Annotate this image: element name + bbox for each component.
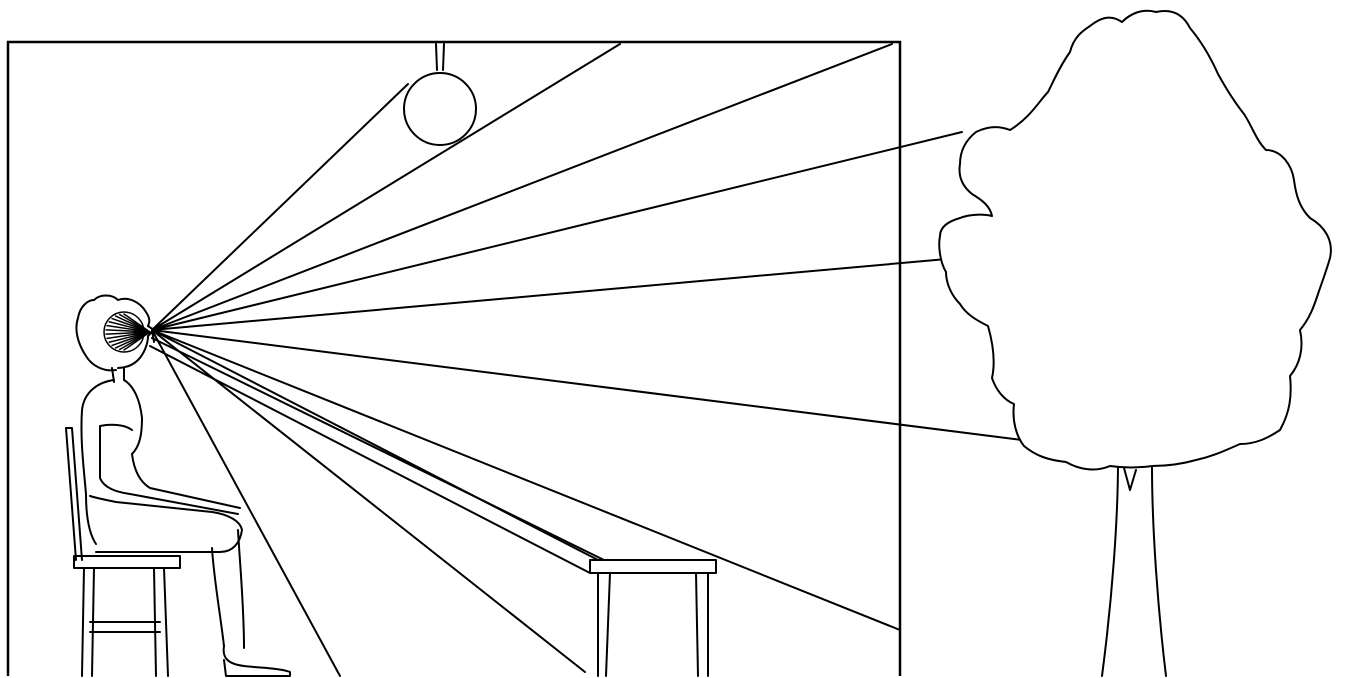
tree xyxy=(939,11,1331,676)
eye-lines xyxy=(106,314,150,350)
sight-ray xyxy=(152,330,598,560)
sight-ray xyxy=(152,44,892,330)
sight-ray xyxy=(152,44,620,330)
sight-ray xyxy=(152,84,408,330)
ceiling-lamp xyxy=(404,44,476,145)
sight-ray xyxy=(152,258,958,330)
tree-crown xyxy=(939,11,1331,470)
sight-rays xyxy=(152,44,1022,676)
room-walls xyxy=(8,42,900,676)
sight-ray xyxy=(152,330,1022,440)
sight-ray xyxy=(152,330,900,630)
sight-ray xyxy=(152,132,962,330)
